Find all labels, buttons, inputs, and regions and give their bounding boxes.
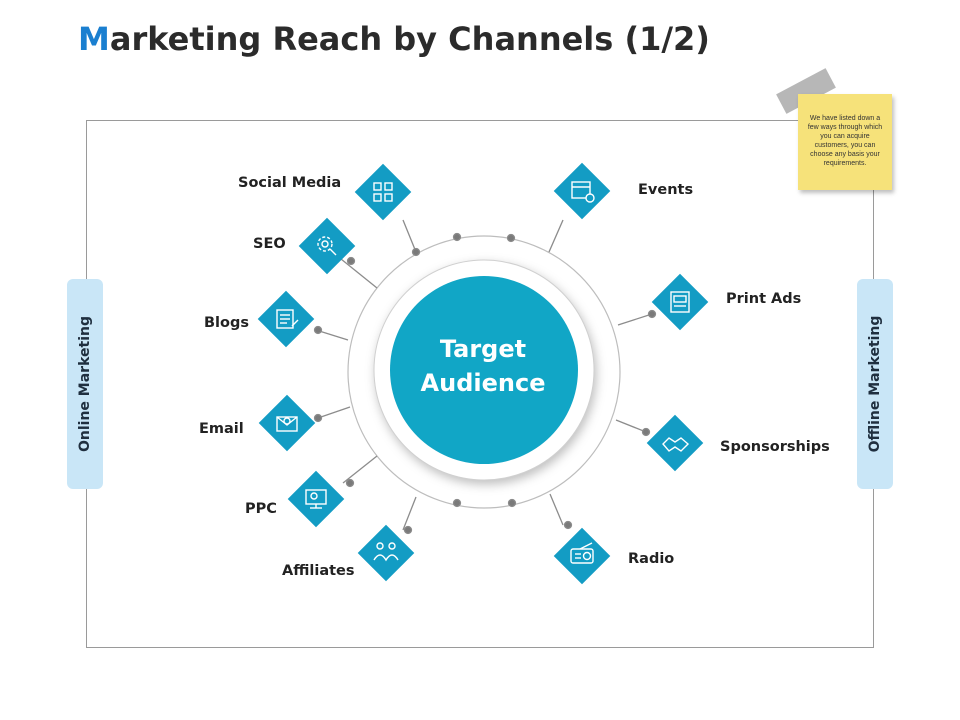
channel-label-blogs: Blogs: [204, 315, 249, 331]
email-diamond: [258, 394, 316, 452]
page-title: Marketing Reach by Channels (1/2): [78, 20, 710, 58]
sticky-note-text: We have listed down a few ways through w…: [807, 115, 883, 167]
target-audience-circle: [390, 276, 578, 464]
radio-icon: [570, 542, 594, 564]
title-text: arketing Reach by Channels (1/2): [109, 20, 710, 58]
events-diamond: [553, 162, 611, 220]
title-accent: M: [78, 20, 110, 58]
channel-label-seo: SEO: [253, 236, 286, 252]
handshake-icon: [662, 437, 690, 452]
connectors: [313, 219, 657, 535]
print-ads-icon: [670, 291, 690, 313]
social-media-diamond: [354, 163, 412, 221]
center-line-1: Target: [439, 335, 527, 363]
online-marketing-tab: Online Marketing: [67, 279, 103, 489]
channel-label-email: Email: [199, 421, 244, 437]
channel-label-sponsorships: Sponsorships: [720, 439, 830, 455]
affiliates-icon: [373, 542, 399, 562]
seo-gear-icon: [317, 236, 337, 256]
ppc-icon: [305, 489, 327, 509]
sponsorships-diamond: [646, 414, 704, 472]
center-line-2: Audience: [420, 369, 546, 397]
calendar-icon: [571, 181, 595, 203]
channel-label-social-media: Social Media: [238, 175, 342, 191]
radio-diamond: [553, 527, 611, 585]
outer-ring: [347, 235, 621, 509]
channel-label-print-ads: Print Ads: [726, 291, 802, 307]
channel-label-ppc: PPC: [245, 501, 277, 517]
blog-icon: [276, 309, 299, 329]
channel-label-events: Events: [638, 182, 694, 198]
sticky-note: We have listed down a few ways through w…: [798, 94, 892, 190]
offline-marketing-tab: Offline Marketing: [857, 279, 893, 489]
target-audience-text: Target Audience: [390, 332, 576, 400]
channel-label-radio: Radio: [628, 551, 675, 567]
channel-label-affiliates: Affiliates: [282, 563, 355, 579]
email-icon: [276, 416, 298, 432]
social-media-icon: [373, 182, 393, 202]
